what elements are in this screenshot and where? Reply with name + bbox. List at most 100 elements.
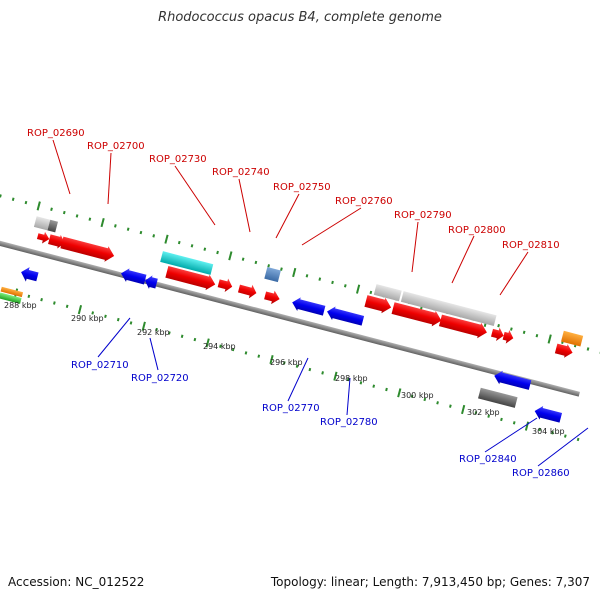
gene-arrow[interactable] (490, 326, 505, 343)
feature-box[interactable] (0, 292, 22, 304)
gene-label-forward[interactable]: ROP_02750 (273, 182, 331, 193)
leader-line (149, 337, 159, 371)
minor-tick (343, 284, 347, 288)
minor-tick (40, 297, 43, 302)
gene-label-reverse[interactable]: ROP_02860 (512, 468, 570, 479)
minor-tick (512, 421, 516, 425)
minor-tick (267, 264, 271, 268)
gene-arrow[interactable] (502, 329, 515, 345)
minor-tick (129, 321, 133, 325)
gene-arrow[interactable] (36, 230, 51, 245)
minor-tick (24, 200, 28, 205)
rna-feature-box[interactable] (160, 251, 214, 275)
minor-tick (321, 371, 324, 375)
leader-line (451, 235, 475, 284)
minor-tick (231, 347, 235, 352)
minor-tick (0, 194, 2, 198)
gene-label-forward[interactable]: ROP_02810 (502, 240, 560, 251)
pseudogene-box[interactable] (400, 291, 497, 326)
major-tick (461, 404, 466, 415)
gene-arrow[interactable] (165, 264, 217, 292)
scale-label: 290 kbp (71, 314, 104, 323)
minor-tick (50, 207, 53, 211)
gene-label-forward[interactable]: ROP_02800 (448, 225, 506, 236)
gene-arrow[interactable] (119, 267, 147, 287)
leader-line (97, 317, 131, 358)
gene-arrow[interactable] (19, 265, 39, 284)
gene-arrow[interactable] (60, 235, 116, 264)
minor-tick (244, 351, 248, 355)
gene-label-forward[interactable]: ROP_02790 (394, 210, 452, 221)
gene-arrow[interactable] (143, 274, 158, 291)
minor-tick (241, 257, 245, 261)
pseudogene-box[interactable] (478, 387, 518, 408)
gene-label-forward[interactable]: ROP_02700 (87, 141, 145, 152)
scale-label: 300 kbp (401, 391, 434, 400)
gene-arrow[interactable] (554, 342, 574, 360)
leader-line (346, 377, 351, 416)
scale-label: 302 kbp (467, 408, 500, 417)
minor-tick (586, 347, 590, 351)
scale-label: 304 kbp (532, 427, 565, 436)
minor-tick (487, 414, 491, 418)
gene-arrow[interactable] (325, 305, 365, 328)
pseudogene-box[interactable] (47, 219, 58, 233)
gene-arrow[interactable] (391, 300, 443, 328)
gene-label-reverse[interactable]: ROP_02710 (71, 360, 129, 371)
leader-line (275, 193, 300, 239)
forward-strand-features (33, 216, 584, 360)
feature-box[interactable] (561, 330, 584, 347)
minor-tick (114, 224, 117, 228)
minor-tick (331, 280, 334, 285)
scale-labels: 288 kbp 290 kbp 292 kbp 294 kbp 296 kbp … (4, 301, 565, 436)
gene-arrow[interactable] (290, 296, 326, 318)
minor-tick (474, 411, 478, 415)
minor-tick (551, 431, 554, 435)
gene-arrow[interactable] (533, 404, 563, 424)
minor-tick (88, 217, 92, 221)
gene-arrow[interactable] (492, 369, 532, 392)
minor-tick (152, 234, 156, 238)
minor-tick (318, 277, 322, 281)
minor-tick (538, 427, 542, 432)
minor-tick (139, 230, 143, 235)
gene-label-reverse[interactable]: ROP_02720 (131, 373, 189, 384)
gene-arrow[interactable] (438, 313, 488, 341)
gene-arrow[interactable] (263, 289, 281, 306)
major-tick (100, 217, 105, 228)
gene-label-reverse[interactable]: ROP_02840 (459, 454, 517, 465)
minor-tick (180, 334, 184, 338)
gene-label-reverse[interactable]: ROP_02780 (320, 417, 378, 428)
major-tick (205, 338, 210, 348)
pseudogene-box[interactable] (33, 216, 51, 231)
feature-box[interactable] (0, 286, 24, 298)
feature-box[interactable] (264, 267, 281, 283)
gene-label-reverse[interactable]: ROP_02770 (262, 403, 320, 414)
genome-axis-line (0, 225, 580, 397)
gene-label-forward[interactable]: ROP_02690 (27, 128, 85, 139)
minor-tick (510, 327, 513, 331)
scale-label: 292 kbp (137, 328, 170, 337)
major-tick (141, 321, 146, 331)
minor-tick (576, 437, 580, 442)
minor-tick (346, 377, 350, 382)
minor-tick (410, 394, 414, 398)
leader-line (537, 427, 589, 467)
gene-label-forward[interactable]: ROP_02730 (149, 154, 207, 165)
map-title: Rhodococcus opacus B4, complete genome (158, 10, 442, 25)
minor-tick (116, 317, 120, 322)
gene-label-forward[interactable]: ROP_02740 (212, 167, 270, 178)
gene-label-forward[interactable]: ROP_02760 (335, 196, 393, 207)
minor-tick (497, 323, 500, 328)
leader-line (411, 221, 419, 273)
gene-arrow[interactable] (48, 232, 67, 250)
minor-tick (385, 387, 388, 392)
gene-arrow[interactable] (364, 293, 393, 315)
leader-line (174, 165, 216, 226)
minor-tick (190, 244, 194, 248)
gene-arrow[interactable] (217, 276, 234, 293)
gene-arrow[interactable] (237, 282, 258, 300)
pseudogene-box[interactable] (373, 284, 402, 302)
minor-tick (522, 330, 526, 335)
